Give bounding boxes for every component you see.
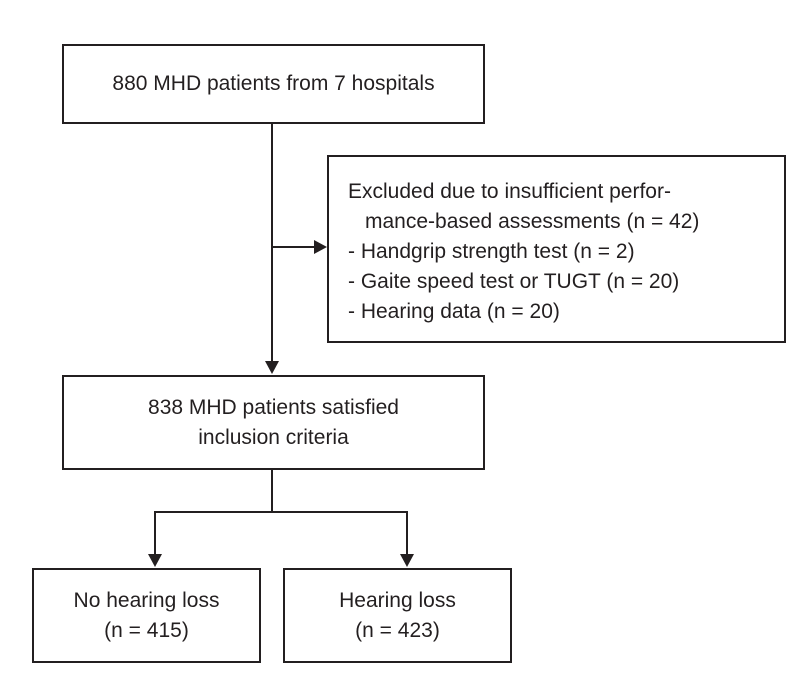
arrowhead-right-icon xyxy=(314,240,327,254)
included-patients-line1: 838 MHD patients satisfied xyxy=(148,395,399,419)
hearing-loss-count: (n = 423) xyxy=(355,618,440,642)
node-initial-patients: 880 MHD patients from 7 hospitals xyxy=(62,44,485,124)
included-patients-line2: inclusion criteria xyxy=(198,425,349,449)
arrowhead-down-icon xyxy=(265,361,279,374)
initial-patients-text: 880 MHD patients from 7 hospitals xyxy=(112,72,435,95)
excluded-item-handgrip: - Handgrip strength test (n = 2) xyxy=(348,240,635,263)
node-excluded: Excluded due to insufficient perfor- man… xyxy=(327,155,786,343)
node-included-patients: 838 MHD patients satisfied inclusion cri… xyxy=(62,375,485,470)
connector-branch-to-no-hearing-loss xyxy=(153,511,157,554)
stem-included-to-branch xyxy=(270,470,274,512)
no-hearing-loss-count: (n = 415) xyxy=(104,618,189,642)
branch-line xyxy=(153,510,409,513)
excluded-heading-line1: Excluded due to insufficient perfor- xyxy=(348,180,671,203)
connector-initial-to-included xyxy=(270,124,274,362)
arrowhead-down-icon xyxy=(400,554,414,567)
connector-branch-to-hearing-loss xyxy=(405,511,409,554)
excluded-heading-line2: mance-based assessments (n = 42) xyxy=(365,210,700,233)
excluded-item-gait-speed: - Gaite speed test or TUGT (n = 20) xyxy=(348,270,680,293)
no-hearing-loss-label: No hearing loss xyxy=(73,588,220,612)
hearing-loss-label: Hearing loss xyxy=(339,588,456,612)
node-hearing-loss: Hearing loss (n = 423) xyxy=(283,568,512,663)
node-no-hearing-loss: No hearing loss (n = 415) xyxy=(32,568,261,663)
connector-to-excluded xyxy=(271,245,314,249)
arrowhead-down-icon xyxy=(148,554,162,567)
excluded-item-hearing-data: - Hearing data (n = 20) xyxy=(348,300,560,323)
